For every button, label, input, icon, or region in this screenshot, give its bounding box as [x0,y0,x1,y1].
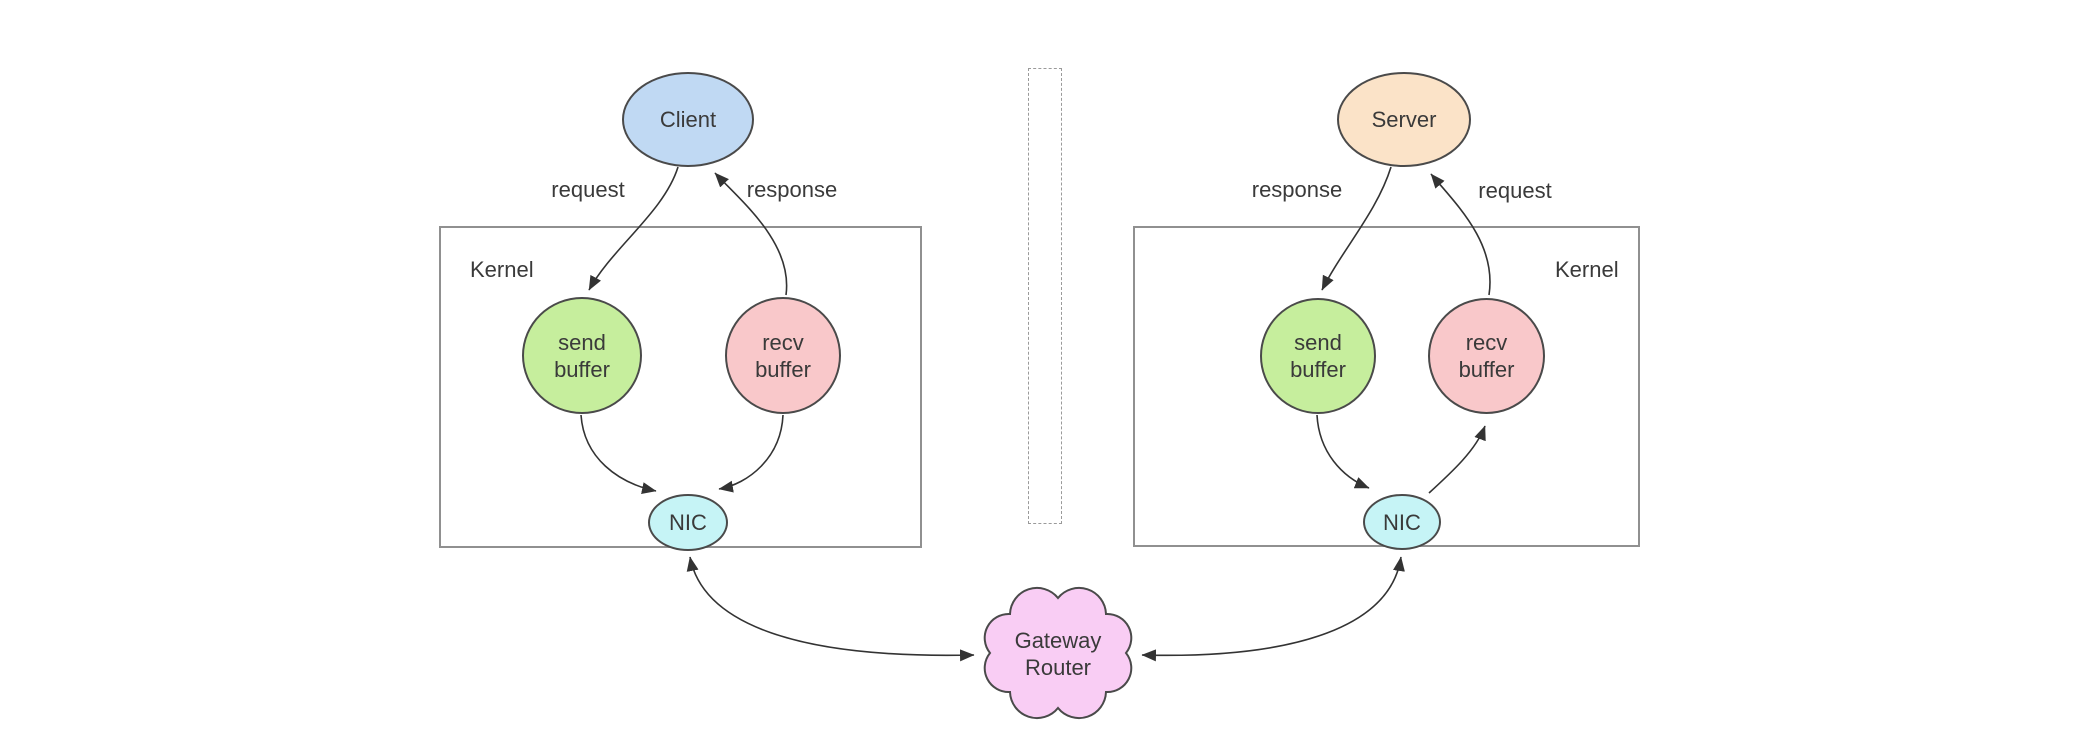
server-send-buffer-node: send buffer [1260,298,1376,414]
network-separator [1028,68,1062,524]
arrow-send-buffer-to-nic-left [580,414,657,494]
nic-label: NIC [669,510,707,535]
client-kernel-label: Kernel [470,257,534,282]
recv-buffer-label: recv buffer [755,329,811,382]
server-nic-node: NIC [1363,494,1441,550]
nic-label: NIC [1383,509,1421,535]
server-node: Server [1337,72,1471,167]
client-recv-buffer-node: recv buffer [725,297,841,414]
server-kernel-label: Kernel [1555,257,1619,282]
client-response-label: response [746,177,838,202]
send-buffer-label: send buffer [554,329,610,382]
recv-buffer-label: recv buffer [1458,330,1515,382]
arrow-server-response-to-send-buffer [1321,166,1392,291]
arrow-recv-buffer-request-to-server [1430,173,1491,296]
arrow-nic-right-gateway-bidirectional [1141,556,1405,662]
client-request-label: request [551,177,625,202]
gateway-router-label: Gateway Router [1014,628,1102,680]
arrow-nic-right-to-recv-buffer [1428,425,1486,494]
arrow-recv-buffer-to-nic-left [718,414,784,493]
server-response-label: response [1251,177,1343,202]
client-send-buffer-node: send buffer [522,297,642,414]
arrow-recv-buffer-response-to-client [714,172,788,296]
server-recv-buffer-node: recv buffer [1428,298,1545,414]
server-label: Server [1371,107,1437,132]
arrow-nic-left-gateway-bidirectional [686,556,975,662]
client-nic-node: NIC [648,494,728,551]
arrow-send-buffer-to-nic-right [1316,414,1370,489]
client-node: Client [622,72,754,167]
send-buffer-label: send buffer [1290,330,1346,382]
arrow-client-request-to-send-buffer [588,166,679,291]
server-request-label: request [1478,178,1552,203]
gateway-cloud-shape [983,586,1133,720]
client-label: Client [659,107,717,132]
